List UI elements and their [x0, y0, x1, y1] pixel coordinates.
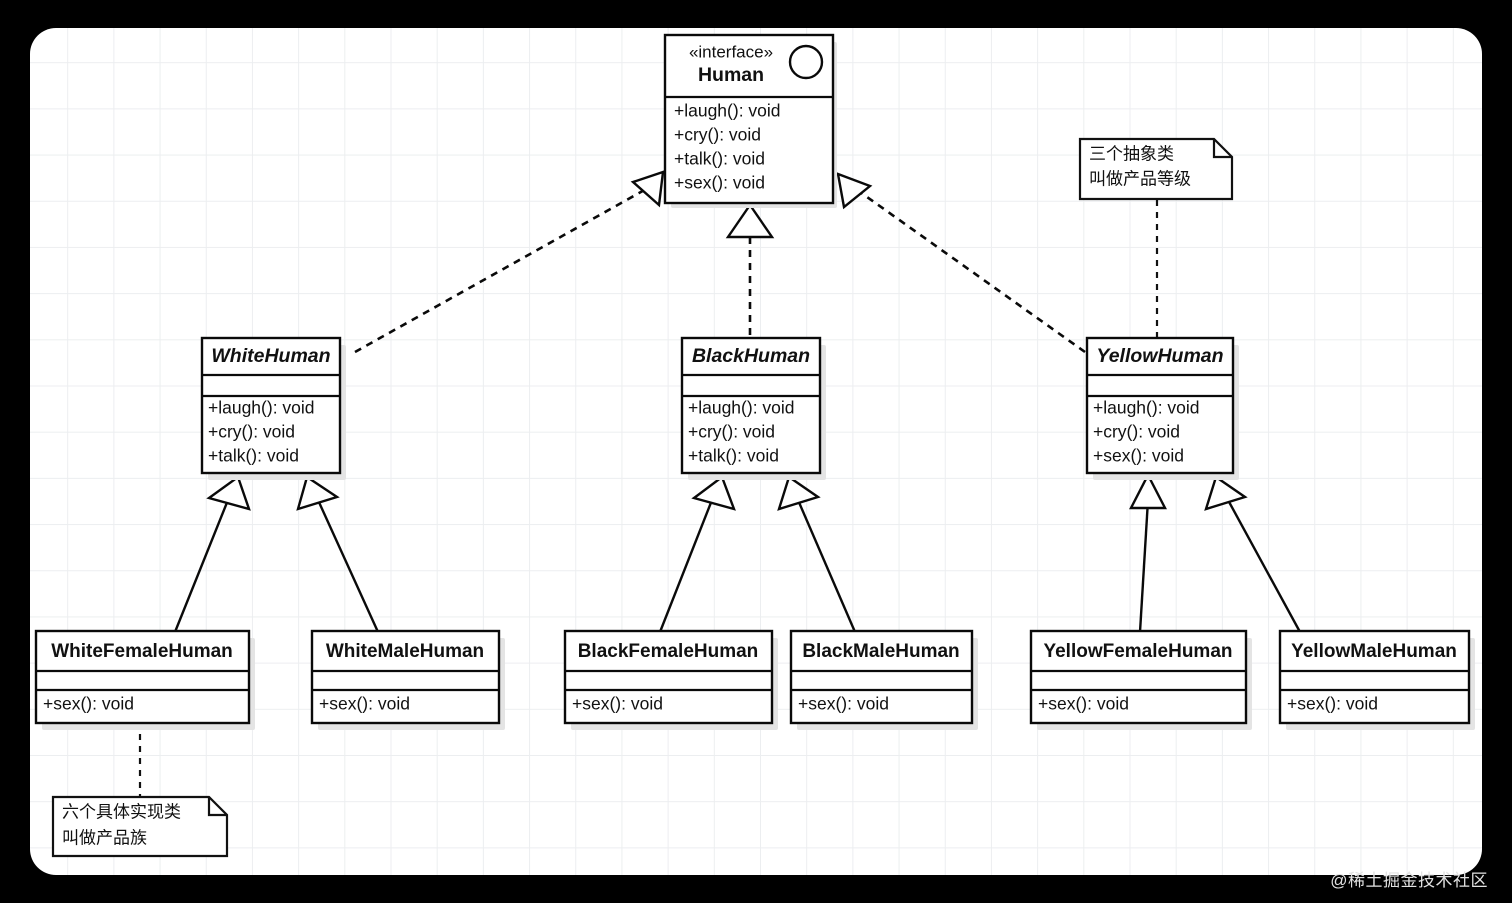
yellowhuman-method-1: +cry(): void [1093, 422, 1180, 442]
blackhuman-method-2: +talk(): void [688, 446, 779, 466]
note-product-family-line-1: 叫做产品族 [62, 828, 147, 847]
generalization-blackmale-to-black [796, 499, 857, 633]
generalization-arrowhead-yellowfemale [1129, 472, 1167, 510]
interface-circle-icon [788, 44, 824, 80]
note-product-grade[interactable]: 三个抽象类 叫做产品等级 [1078, 137, 1234, 201]
class-box-yellowhuman[interactable]: YellowHuman +laugh(): void +cry(): void … [1085, 336, 1239, 480]
watermark: @稀土掘金技术社区 [1330, 871, 1488, 890]
note-product-grade-outline [1078, 137, 1234, 201]
yellowhuman-method-0: +laugh(): void [1093, 398, 1200, 418]
whitefemalehuman-box-outline [34, 629, 251, 725]
generalization-arrowhead-blackfemale [691, 475, 736, 511]
note-product-grade-line-1: 叫做产品等级 [1089, 169, 1191, 188]
yellowhuman-box-outline [1085, 336, 1235, 475]
realization-white-to-human [354, 186, 649, 354]
class-box-whitefemalehuman[interactable]: WhiteFemaleHuman +sex(): void [34, 629, 255, 730]
generalization-arrowhead-yellowmale [1204, 475, 1248, 511]
blackfemalehuman-box-outline [563, 629, 774, 725]
whitehuman-class-name: WhiteHuman [211, 345, 330, 367]
class-box-blackhuman[interactable]: BlackHuman +laugh(): void +cry(): void +… [680, 336, 826, 480]
note-product-family-outline [51, 795, 229, 858]
note-product-family[interactable]: 六个具体实现类 叫做产品族 [51, 795, 229, 858]
class-box-blackfemalehuman[interactable]: BlackFemaleHuman +sex(): void [563, 629, 778, 730]
note-product-family-fold [207, 797, 227, 817]
arrowheads [206, 170, 1248, 511]
blackmalehuman-class-name: BlackMaleHuman [802, 641, 959, 662]
generalization-links [173, 499, 1302, 633]
yellowmalehuman-method-0: +sex(): void [1287, 694, 1378, 714]
blackfemalehuman-class-name: BlackFemaleHuman [578, 641, 759, 662]
realization-arrowhead-white [630, 170, 665, 208]
blackhuman-method-0: +laugh(): void [688, 398, 795, 418]
class-box-blackmalehuman[interactable]: BlackMaleHuman +sex(): void [789, 629, 978, 730]
realization-links [354, 186, 1086, 354]
class-box-yellowmalehuman[interactable]: YellowMaleHuman +sex(): void [1278, 629, 1475, 730]
whitehuman-method-1: +cry(): void [208, 422, 295, 442]
generalization-whitemale-to-white [316, 499, 380, 633]
class-box-yellowfemalehuman[interactable]: YellowFemaleHuman +sex(): void [1029, 629, 1252, 730]
human-class-name: Human [698, 64, 764, 86]
whitehuman-method-0: +laugh(): void [208, 398, 315, 418]
generalization-arrowhead-whitefemale [206, 475, 251, 511]
human-method-1: +cry(): void [674, 125, 761, 145]
blackmalehuman-method-0: +sex(): void [798, 694, 889, 714]
whitehuman-box-outline [200, 336, 342, 475]
generalization-arrowhead-blackmale [777, 475, 821, 511]
blackhuman-class-name: BlackHuman [692, 345, 810, 367]
yellowmalehuman-class-name: YellowMaleHuman [1291, 641, 1457, 662]
note-product-grade-line-0: 三个抽象类 [1089, 144, 1174, 163]
whitemalehuman-method-0: +sex(): void [319, 694, 410, 714]
whitefemalehuman-method-0: +sex(): void [43, 694, 134, 714]
blackhuman-method-1: +cry(): void [688, 422, 775, 442]
yellowhuman-class-name: YellowHuman [1096, 345, 1223, 367]
blackhuman-box-outline [680, 336, 822, 475]
note-product-grade-fold [1212, 139, 1232, 159]
whitemalehuman-box-outline [310, 629, 501, 725]
realization-arrowhead-black [725, 202, 775, 239]
generalization-whitefemale-to-white [173, 499, 230, 633]
generalization-yellowmale-to-yellow [1226, 499, 1302, 633]
yellowmalehuman-box-outline [1278, 629, 1471, 725]
class-box-whitemalehuman[interactable]: WhiteMaleHuman +sex(): void [310, 629, 505, 730]
class-box-whitehuman[interactable]: WhiteHuman +laugh(): void +cry(): void +… [200, 336, 346, 480]
yellowfemalehuman-method-0: +sex(): void [1038, 694, 1129, 714]
generalization-blackfemale-to-black [658, 499, 714, 633]
human-method-0: +laugh(): void [674, 101, 781, 121]
whitehuman-method-2: +talk(): void [208, 446, 299, 466]
whitemalehuman-class-name: WhiteMaleHuman [326, 641, 484, 662]
human-stereotype: «interface» [689, 42, 773, 61]
yellowfemalehuman-class-name: YellowFemaleHuman [1043, 641, 1232, 662]
human-method-3: +sex(): void [674, 173, 765, 193]
blackmalehuman-box-outline [789, 629, 974, 725]
generalization-yellowfemale-to-yellow [1138, 499, 1150, 633]
whitefemalehuman-class-name: WhiteFemaleHuman [51, 641, 233, 662]
generalization-arrowhead-whitemale [296, 475, 340, 511]
yellowfemalehuman-box-outline [1029, 629, 1248, 725]
human-method-2: +talk(): void [674, 149, 765, 169]
class-box-human[interactable]: «interface» Human +laugh(): void +cry():… [663, 33, 837, 208]
note-product-family-line-0: 六个具体实现类 [62, 802, 181, 821]
note-links [138, 200, 1159, 797]
yellowhuman-method-2: +sex(): void [1093, 446, 1184, 466]
realization-yellow-to-human [859, 190, 1086, 354]
blackfemalehuman-method-0: +sex(): void [572, 694, 663, 714]
realization-arrowhead-yellow [836, 172, 873, 210]
